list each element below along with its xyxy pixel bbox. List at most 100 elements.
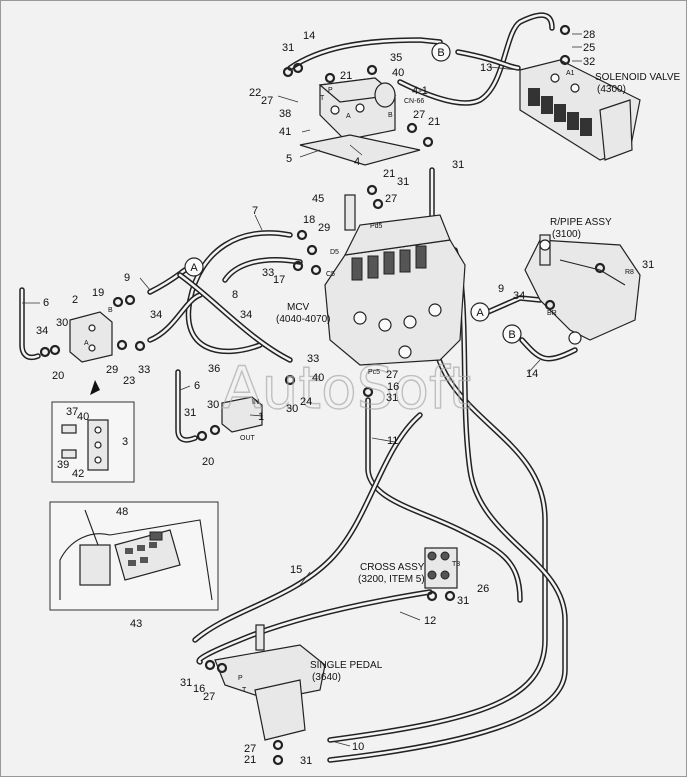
port-p: P [328,87,333,94]
label-rpipe-assy-ref: (3100) [552,229,581,240]
connectors: B A A B [184,42,522,344]
callout-40-center: 40 [312,372,324,384]
callout-4-1: 4-1 [412,85,428,97]
block-2 [69,311,113,395]
connector-a-left [184,257,204,277]
callout-13: 13 [480,62,492,74]
callout-23: 23 [123,375,135,387]
connector-b-right-label: B [508,329,515,341]
callout-39: 39 [57,459,69,471]
callout-21-mcv: 21 [383,168,395,180]
port-a-block: A [346,113,351,120]
callout-25: 25 [583,42,595,54]
label-solenoid-valve: SOLENOID VALVE [595,72,681,83]
callout-26: 26 [477,583,489,595]
callout-27-bottom: 27 [244,743,256,755]
callout-1: 1 [258,411,264,423]
connector-b-right [502,324,522,344]
label-cross-assy-ref: (3200, ITEM 5) [358,574,425,585]
callout-35: 35 [390,52,402,64]
callout-37: 37 [66,406,78,418]
callout-17: 17 [273,274,285,286]
callout-34-block: 34 [150,309,162,321]
connector-b-top-label: B [437,47,444,59]
port-pc5: Pc5 [368,369,380,376]
callout-16-mcv: 16 [387,381,399,393]
label-mcv: MCV [287,302,310,313]
assembly-labels: SOLENOID VALVE (4300) R/PIPE ASSY (3100)… [276,72,681,683]
callout-48: 48 [116,506,128,518]
callout-8: 8 [232,289,238,301]
callout-9-left: 9 [124,272,130,284]
callout-28: 28 [583,29,595,41]
callout-14-right: 14 [526,368,538,380]
connector-a-left-label: A [190,262,198,274]
fittings [39,24,606,766]
callout-27-right: 27 [413,109,425,121]
port-d5: D5 [330,249,339,256]
callout-14-top: 14 [303,30,315,42]
port-t-pedal: T [242,687,247,694]
label-rpipe-assy: R/PIPE ASSY [550,217,612,228]
callout-30-left: 30 [56,317,68,329]
callout-33-center: 33 [307,353,319,365]
callout-40-block: 40 [392,67,404,79]
callout-42: 42 [72,468,84,480]
callout-36: 36 [208,363,220,375]
callout-31-bottom: 31 [300,755,312,767]
callout-22: 22 [249,87,261,99]
callout-29-mcv: 29 [318,222,330,234]
callout-21-right: 21 [428,116,440,128]
port-a1: A1 [566,70,575,77]
callout-31-mcv: 31 [397,176,409,188]
single-pedal [214,624,326,741]
cross-assy [424,547,458,589]
port-p-pedal: P [238,675,243,682]
leader-lines [22,33,582,747]
label-single-pedal-ref: (3640) [312,672,341,683]
label-cn66: CN-66 [404,98,424,105]
connector-b-top [431,42,451,62]
port-out: OUT [240,435,256,442]
callout-21-block: 21 [340,70,352,82]
callout-41: 41 [279,126,291,138]
part-1-valve [221,396,263,433]
callout-43: 43 [130,618,142,630]
callout-2: 2 [72,294,78,306]
callout-31-center: 31 [184,407,196,419]
cab-detail [49,501,219,611]
rpipe-assy [524,234,641,345]
callout-33-mcv: 33 [262,267,274,279]
callout-27-lower: 27 [386,369,398,381]
mcv-block [324,194,466,366]
callout-31-right: 31 [452,159,464,171]
callout-31-cross: 31 [457,595,469,607]
port-pd5: Pd5 [370,223,383,230]
callout-40-detail: 40 [77,411,89,423]
label-mcv-ref: (4040-4070) [276,314,330,325]
callout-34-hose: 34 [240,309,252,321]
callout-29-left: 29 [106,364,118,376]
hose-lines [19,12,578,763]
callout-18: 18 [303,214,315,226]
callout-7: 7 [252,205,258,217]
detail-box-3 [51,401,135,483]
callout-15: 15 [290,564,302,576]
port-labels: A1 P T A B Pd5 D5 C5 Pc5 B A BR R8 IN OU… [84,70,634,694]
port-b-block: B [388,112,393,119]
callout-20-left: 20 [52,370,64,382]
callout-27-block: 27 [261,95,273,107]
callout-24: 24 [300,396,312,408]
callout-4: 4 [354,156,360,168]
label-single-pedal: SINGLE PEDAL [310,660,383,671]
port-c5: C5 [326,271,335,278]
part-numbers: 1 2 3 4-1 4 5 6 6 7 8 9 9 10 11 12 13 14… [36,29,654,767]
callout-9-right: 9 [498,283,504,295]
connector-a-right [470,302,490,322]
callout-31-lower: 31 [386,392,398,404]
callout-32: 32 [583,56,595,68]
port-b-left: B [108,307,113,314]
callout-12: 12 [424,615,436,627]
callout-30-center: 30 [207,399,219,411]
